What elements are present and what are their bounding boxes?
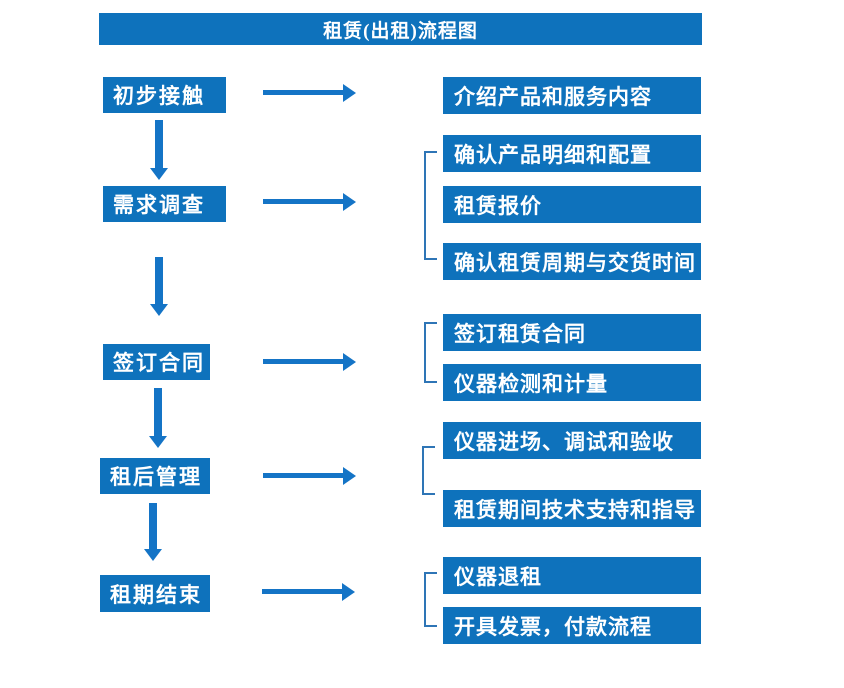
down-arrow-icon: [150, 257, 168, 316]
detail-box-introduce-products-services: 介绍产品和服务内容: [443, 77, 701, 114]
step-box-demand-survey: 需求调查: [103, 186, 226, 222]
detail-box-rental-quotation: 租赁报价: [443, 186, 701, 223]
step-box-initial-contact: 初步接触: [103, 77, 226, 113]
detail-box-instrument-return: 仪器退租: [443, 557, 701, 594]
step-box-sign-contract: 签订合同: [103, 344, 210, 380]
down-arrow-icon: [149, 388, 167, 448]
flowchart-title: 租赁(出租)流程图: [99, 13, 702, 45]
group-bracket: [424, 151, 437, 260]
group-bracket: [424, 322, 437, 383]
detail-box-confirm-rental-period-delivery: 确认租赁周期与交货时间: [443, 243, 701, 280]
detail-box-invoice-payment-process: 开具发票，付款流程: [443, 607, 701, 644]
group-bracket: [424, 572, 437, 627]
detail-box-confirm-product-details-config: 确认产品明细和配置: [443, 135, 701, 172]
group-bracket: [422, 446, 435, 495]
detail-box-sign-rental-contract: 签订租赁合同: [443, 314, 701, 351]
right-arrow-icon: [262, 583, 355, 601]
detail-box-instrument-entry-debug-acceptance: 仪器进场、调试和验收: [443, 422, 701, 459]
right-arrow-icon: [263, 353, 356, 371]
detail-box-instrument-inspection-metering: 仪器检测和计量: [443, 364, 701, 401]
right-arrow-icon: [263, 467, 356, 485]
step-box-rental-end: 租期结束: [100, 575, 210, 612]
down-arrow-icon: [144, 503, 162, 561]
right-arrow-icon: [263, 193, 356, 211]
detail-box-technical-support-guidance: 租赁期间技术支持和指导: [443, 490, 701, 527]
right-arrow-icon: [263, 84, 356, 102]
step-box-post-rental-management: 租后管理: [100, 458, 210, 494]
down-arrow-icon: [150, 120, 168, 180]
